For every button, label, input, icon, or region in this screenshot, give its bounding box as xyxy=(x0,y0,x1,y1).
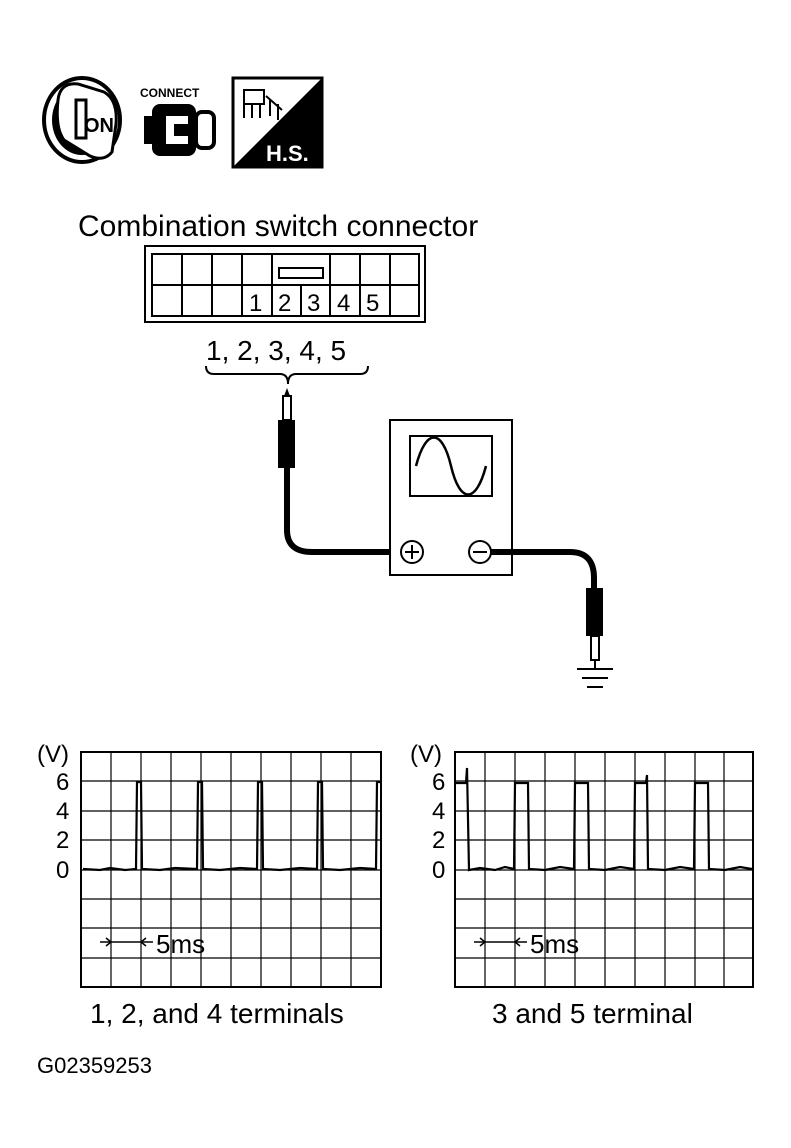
scope-left-tick-2: 2 xyxy=(56,827,69,854)
scope-right-unit: (V) xyxy=(410,741,442,768)
terminal-4: 4 xyxy=(337,290,350,317)
terminal-bracket-label: 1, 2, 3, 4, 5 xyxy=(206,335,346,366)
terminal-3: 3 xyxy=(307,290,320,317)
connect-plug-icon: CONNECT xyxy=(140,86,216,156)
terminal-5: 5 xyxy=(366,290,379,317)
plus-terminal-icon xyxy=(400,540,424,564)
scope-left-tick-4: 4 xyxy=(56,798,69,825)
positive-probe xyxy=(278,388,398,555)
connector-title: Combination switch connector xyxy=(78,210,478,243)
scope-left-tick-6: 6 xyxy=(56,769,69,796)
scope-left-waveform xyxy=(82,780,380,872)
scope-left-grid xyxy=(80,751,382,988)
scope-left-unit: (V) xyxy=(37,741,69,768)
harness-connector-icon: H.S. xyxy=(231,76,324,169)
scope-right-tick-4: 4 xyxy=(432,798,445,825)
terminal-1: 1 xyxy=(249,290,262,317)
scope-left-tick-0: 0 xyxy=(56,857,69,884)
negative-lead xyxy=(491,549,603,668)
scope-left-caption: 1, 2, and 4 terminals xyxy=(90,998,344,1029)
terminal-2: 2 xyxy=(278,290,291,317)
scope-left: (V) 6 4 2 0 5ms xyxy=(37,741,382,1029)
scope-right-time-marker xyxy=(474,937,527,947)
scope-left-time-label: 5ms xyxy=(156,929,205,959)
scope-right-tick-6: 6 xyxy=(432,769,445,796)
scope-right-tick-2: 2 xyxy=(432,827,445,854)
terminal-bracket xyxy=(205,365,369,385)
ignition-on-label: ON xyxy=(84,115,114,137)
connector-body: 1 2 3 4 5 xyxy=(144,245,426,323)
oscilloscope-sine-icon xyxy=(414,436,488,496)
oscilloscope xyxy=(389,419,513,576)
ignition-key-on-icon: ON xyxy=(42,76,122,164)
figure-id: G02359253 xyxy=(37,1053,152,1078)
ground-icon xyxy=(577,668,613,688)
scope-right-caption: 3 and 5 terminal xyxy=(492,998,693,1029)
scope-left-time-marker xyxy=(100,937,153,947)
connect-label: CONNECT xyxy=(140,86,200,100)
scope-right-time-label: 5ms xyxy=(530,929,579,959)
scope-right-tick-0: 0 xyxy=(432,857,445,884)
scope-right: (V) 6 4 2 0 5ms xyxy=(410,741,754,1029)
scope-right-waveform xyxy=(456,767,753,872)
harness-label: H.S. xyxy=(266,141,309,166)
minus-terminal-icon xyxy=(468,540,492,564)
